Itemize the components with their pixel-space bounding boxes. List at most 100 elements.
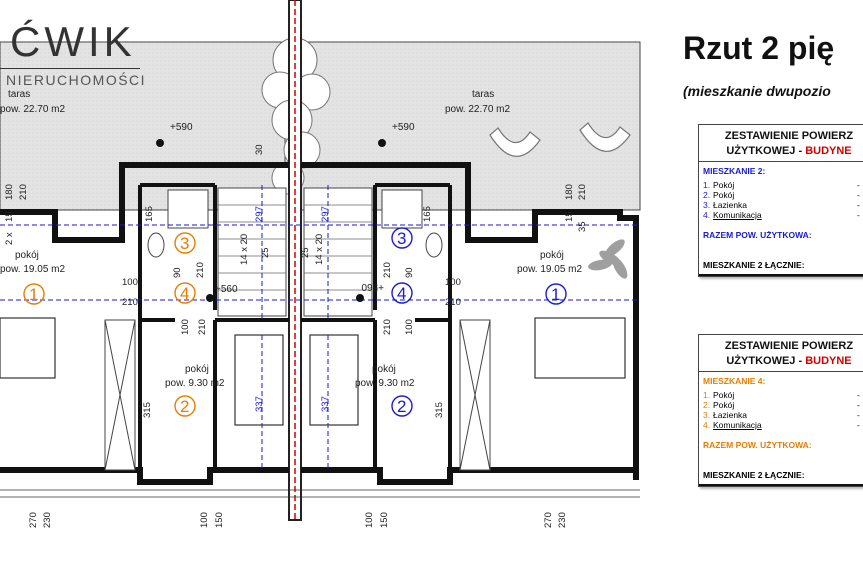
party-wall <box>288 0 302 521</box>
table-header-red: BUDYNE <box>805 145 852 157</box>
dim-210-v2-left: 210 <box>197 319 208 335</box>
row-number: 3. <box>703 410 711 420</box>
row-label: Pokój <box>713 390 735 400</box>
dim-210-right: 210 <box>577 184 588 200</box>
dim-337-left: 337 <box>254 396 265 412</box>
table-row: 4.Komunikacja - <box>699 210 863 220</box>
dim-180-left: 180 <box>4 184 15 200</box>
room1-area-left: pow. 19.05 m2 <box>0 264 65 275</box>
bed-small-left <box>234 334 284 426</box>
dim-210-left: 210 <box>18 184 29 200</box>
dim-100-v-right: 100 <box>404 319 415 335</box>
room2-name-right: pokój <box>372 364 396 375</box>
room1-name-left: pokój <box>15 250 39 261</box>
table-row: 3.Łazienka- <box>699 410 863 420</box>
outer-wall-left <box>0 162 289 243</box>
company-logo: ĆWIK NIERUCHOMOŚCI <box>0 18 145 88</box>
row-number: 4. <box>703 210 711 220</box>
dim-100-left: 100 <box>122 277 138 288</box>
row-label: Pokój <box>713 190 735 200</box>
row-value: - <box>857 200 860 210</box>
table-section-title: MIESZKANIE 4: <box>703 376 766 386</box>
table-row: 2.Pokój- <box>699 400 863 410</box>
table-row: 1.Pokój- <box>699 390 863 400</box>
level-marker-icon <box>206 294 214 302</box>
level-label-left: +590 <box>170 122 193 133</box>
dim-14x20-left: 14 x 20 <box>239 234 250 265</box>
taras-area-right: pow. 22.70 m2 <box>445 104 510 115</box>
dim-297-left: 297 <box>254 206 265 222</box>
room2-name-left: pokój <box>185 364 209 375</box>
dim-2x-left: 2 x <box>4 232 15 245</box>
room-number-2-right: 2 <box>397 397 406 416</box>
dim-15-left: 15 <box>4 211 15 222</box>
dim-210-v-right: 210 <box>382 262 393 278</box>
table-row: 1.Pokój- <box>699 180 863 190</box>
dim-180-right: 180 <box>564 184 575 200</box>
table-section-title: MIESZKANIE 2: <box>703 166 766 176</box>
dim-210-v-left: 210 <box>195 262 206 278</box>
level-label-right: +590 <box>392 122 415 133</box>
bed-small-right <box>309 334 359 426</box>
dim-315-left: 315 <box>142 402 153 418</box>
dim-210-mid-right: 210 <box>445 297 461 308</box>
table-sum-label: RAZEM POW. UŻYTKOWA: <box>703 230 812 240</box>
room-number-4-left: 4 <box>180 284 189 303</box>
dim-30: 30 <box>254 144 265 155</box>
dim-270-left: 270 <box>28 512 39 528</box>
row-label: Komunikacja <box>713 420 762 430</box>
bed-left <box>0 317 56 379</box>
dim-230-left: 230 <box>42 512 53 528</box>
dim-150-bottom-right: 150 <box>379 512 390 528</box>
dim-14x20-right: 14 x 20 <box>314 234 325 265</box>
level-marker-icon <box>156 139 164 147</box>
dim-100-bottom-left: 100 <box>199 512 210 528</box>
row-label: Łazienka <box>713 200 748 210</box>
table-row: 4.Komunikacja - <box>699 420 863 430</box>
table-header-black: UŻYTKOWEJ - <box>726 355 806 367</box>
page-subtitle: (mieszkanie dwupozio <box>683 83 831 99</box>
level-small-right: +560 <box>361 281 384 292</box>
row-label: Komunikacja <box>713 210 762 220</box>
bed-right <box>534 317 626 379</box>
row-number: 1. <box>703 390 711 400</box>
row-number: 3. <box>703 200 711 210</box>
row-value: - <box>857 180 860 190</box>
page-title: Rzut 2 pię <box>683 30 835 66</box>
row-value: - <box>857 410 860 420</box>
table-header: ZESTAWIENIE POWIERZ UŻYTKOWEJ - BUDYNE <box>699 335 863 372</box>
plant-icon <box>588 239 628 279</box>
room1-area-right: pow. 19.05 m2 <box>517 264 582 275</box>
row-number: 2. <box>703 400 711 410</box>
dim-210-v2-right: 210 <box>382 319 393 335</box>
row-label: Pokój <box>713 180 735 190</box>
area-table-1: ZESTAWIENIE POWIERZ UŻYTKOWEJ - BUDYNE M… <box>698 124 863 277</box>
table-row: 2.Pokój- <box>699 190 863 200</box>
row-value: - <box>857 210 860 220</box>
dim-315-right: 315 <box>434 402 445 418</box>
table-header-red: BUDYNE <box>805 355 852 367</box>
dim-165-left: 165 <box>144 206 155 222</box>
room-number-2-left: 2 <box>180 397 189 416</box>
outer-wall-right <box>301 162 639 480</box>
table-header-line1: ZESTAWIENIE POWIERZ <box>724 340 854 352</box>
table-row: 3.Łazienka - <box>699 200 863 210</box>
logo-main-text: ĆWIK <box>10 18 136 65</box>
table-header: ZESTAWIENIE POWIERZ UŻYTKOWEJ - BUDYNE <box>699 125 863 162</box>
taras-label-left: taras <box>8 89 30 100</box>
row-number: 4. <box>703 420 711 430</box>
terrace-left <box>0 41 286 211</box>
row-value: - <box>857 420 860 430</box>
table-header-line2: UŻYTKOWEJ - BUDYNE <box>699 354 863 369</box>
row-label: Pokój <box>713 400 735 410</box>
level-marker-icon <box>378 139 386 147</box>
dim-100-right: 100 <box>445 277 461 288</box>
dim-297-right: 297 <box>320 206 331 222</box>
area-table-2: ZESTAWIENIE POWIERZ UŻYTKOWEJ - BUDYNE M… <box>698 334 863 487</box>
dim-90-right: 90 <box>404 267 415 278</box>
dim-90-left: 90 <box>172 267 183 278</box>
table-header-black: UŻYTKOWEJ - <box>726 145 806 157</box>
dim-210-mid-left: 210 <box>122 297 138 308</box>
room1-name-right: pokój <box>540 250 564 261</box>
